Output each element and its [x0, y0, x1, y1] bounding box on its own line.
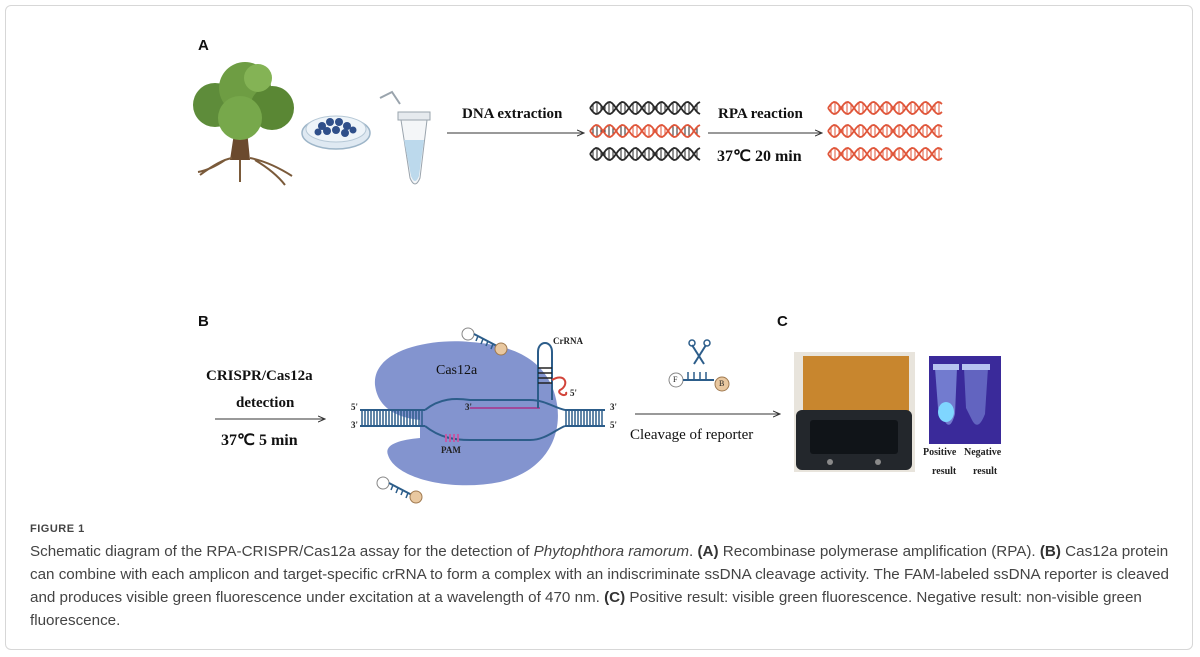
tube-icon [379, 90, 431, 185]
figure-caption: Schematic diagram of the RPA-CRISPR/Cas1… [30, 540, 1170, 632]
dna-strand [827, 124, 943, 138]
caption-b-text: Cas12a protein can combine with each amp… [30, 543, 1169, 606]
cas12a-label: Cas12a [436, 363, 478, 378]
caption-c-text: Positive result: visible green fluoresce… [30, 589, 1142, 629]
positive-label-line1: Positive [923, 447, 957, 458]
negative-label-line1: Negative [964, 447, 1002, 458]
three-prime-inner: 3' [465, 402, 473, 412]
negative-label-line2: result [973, 466, 998, 477]
dna-helices-input [589, 101, 701, 161]
crrna-label: CrRNA [553, 336, 583, 346]
reporter-top [461, 327, 508, 356]
dna-strand [589, 101, 701, 115]
scissors-icon [688, 339, 711, 365]
figure-title: FIGURE 1 [30, 523, 85, 535]
dna-strand [589, 124, 701, 138]
figure-illustration [193, 62, 1001, 504]
dna-strand [589, 147, 701, 161]
species-name: Phytophthora ramorum [533, 543, 689, 560]
dna-strand [827, 147, 943, 161]
dna-strand [827, 101, 943, 115]
petri-dish-icon [301, 115, 371, 150]
rpa-reaction-label: RPA reaction [718, 106, 803, 122]
reporter-cleaved [668, 372, 730, 392]
three-prime-left: 3' [351, 420, 359, 430]
cas12a-protein [374, 341, 558, 486]
five-prime-left: 5' [351, 402, 359, 412]
reporter-b-label: B [719, 379, 725, 388]
caption-a-text: Recombinase polymerase amplification (RP… [718, 543, 1040, 560]
panel-label-a: A [198, 37, 209, 54]
dna-strand [827, 147, 943, 161]
dna-strand [827, 124, 943, 138]
caption-a-tag: (A) [697, 543, 719, 560]
panel-label-b: B [198, 313, 209, 330]
panel-label-c: C [777, 313, 788, 330]
cleavage-label: Cleavage of reporter [630, 427, 754, 443]
target-dsdna [360, 398, 605, 442]
result-tubes-photo [929, 356, 1001, 444]
reporter-bottom [376, 476, 423, 504]
dna-strand [589, 124, 701, 138]
dna-strand [827, 101, 943, 115]
five-prime-crrna: 5' [570, 388, 578, 398]
caption-c-tag: (C) [604, 589, 626, 606]
dna-strand [589, 101, 701, 115]
caption-s1: Schematic diagram of the RPA-CRISPR/Cas1… [30, 543, 534, 560]
caption-b-tag: (B) [1039, 543, 1061, 560]
dna-helices-amplified [827, 101, 943, 161]
detection-label-line2: detection [236, 395, 295, 411]
fluorescence-reader-photo [794, 352, 915, 472]
tree-icon [193, 62, 294, 186]
three-prime-right: 3' [610, 402, 618, 412]
five-prime-right: 5' [610, 420, 618, 430]
dna-strand [589, 147, 701, 161]
crrna-hairpin [537, 342, 568, 408]
positive-label-line2: result [932, 466, 957, 477]
caption-s2: . [689, 543, 698, 560]
reporter-f-label: F [673, 375, 678, 384]
pam-label: PAM [441, 445, 461, 455]
detection-label-line1: CRISPR/Cas12a [206, 368, 313, 384]
detection-condition-label: 37℃ 5 min [221, 432, 298, 449]
rpa-condition-label: 37℃ 20 min [717, 148, 802, 165]
dna-extraction-label: DNA extraction [462, 106, 563, 122]
